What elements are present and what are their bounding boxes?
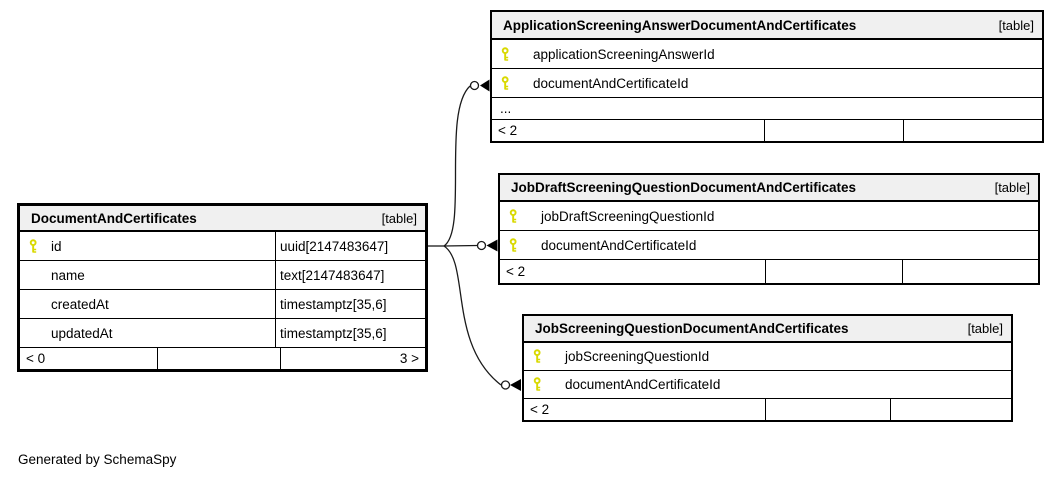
fk-arrowhead-top	[480, 79, 490, 92]
fk-circle-middle	[476, 240, 487, 251]
column-type: text[2147483647]	[275, 261, 425, 289]
column-row-applicationscreeninganswerid[interactable]: applicationScreeningAnswerId	[492, 40, 1042, 69]
table-footer: < 0 3 >	[20, 348, 425, 369]
fk-edge-to-application-screening	[443, 85, 471, 247]
table-type-tag: [table]	[381, 210, 417, 226]
fk-edge-to-jobdraft-screening	[443, 244, 478, 247]
column-name: documentAndCertificateId	[565, 377, 721, 392]
primary-key-icon	[501, 46, 510, 61]
hidden-columns-ellipsis-row: ...	[492, 98, 1042, 120]
table-footer: < 2	[500, 260, 1038, 283]
column-name: id	[51, 238, 62, 254]
table-header[interactable]: JobDraftScreeningQuestionDocumentAndCert…	[500, 175, 1038, 202]
table-header[interactable]: ApplicationScreeningAnswerDocumentAndCer…	[492, 12, 1042, 40]
column-name: createdAt	[51, 296, 109, 312]
table-application-screening-answer-document-and-certificates[interactable]: ApplicationScreeningAnswerDocumentAndCer…	[490, 10, 1044, 143]
table-type-tag: [table]	[994, 180, 1030, 195]
footer-spacer	[764, 120, 903, 141]
table-type-tag: [table]	[998, 17, 1034, 33]
column-name: name	[51, 267, 85, 283]
primary-key-icon	[509, 237, 518, 252]
table-name: JobScreeningQuestionDocumentAndCertifica…	[535, 321, 849, 336]
column-name: documentAndCertificateId	[533, 75, 689, 91]
parents-count: 3 >	[280, 348, 425, 369]
table-header[interactable]: JobScreeningQuestionDocumentAndCertifica…	[524, 316, 1011, 343]
column-row-updatedat[interactable]: updatedAt timestamptz[35,6]	[20, 319, 425, 348]
primary-key-icon	[509, 208, 518, 223]
column-row-jobdraftscreeningquestionid[interactable]: jobDraftScreeningQuestionId	[500, 202, 1038, 231]
table-job-screening-question-document-and-certificates[interactable]: JobScreeningQuestionDocumentAndCertifica…	[522, 314, 1013, 422]
table-name: DocumentAndCertificates	[31, 210, 197, 226]
children-count: < 0	[26, 351, 46, 366]
footer-spacer	[765, 260, 902, 283]
column-name: applicationScreeningAnswerId	[533, 46, 715, 62]
primary-key-icon	[533, 349, 542, 364]
table-name: ApplicationScreeningAnswerDocumentAndCer…	[503, 17, 857, 33]
column-row-documentandcertificateid[interactable]: documentAndCertificateId	[500, 231, 1038, 260]
generated-by-caption: Generated by SchemaSpy	[18, 452, 177, 467]
table-document-and-certificates[interactable]: DocumentAndCertificates [table] id uuid[…	[17, 203, 428, 372]
column-name: jobScreeningQuestionId	[565, 349, 710, 364]
column-row-name[interactable]: name text[2147483647]	[20, 261, 425, 290]
footer-spacer	[765, 399, 890, 420]
column-type: uuid[2147483647]	[275, 232, 425, 260]
table-type-tag: [table]	[967, 321, 1003, 336]
fk-edge-to-job-screening	[443, 245, 502, 386]
column-type: timestamptz[35,6]	[275, 290, 425, 318]
fk-arrowhead-middle	[486, 239, 498, 252]
column-row-jobscreeningquestionid[interactable]: jobScreeningQuestionId	[524, 343, 1011, 371]
column-row-id[interactable]: id uuid[2147483647]	[20, 232, 425, 261]
footer-spacer	[903, 120, 1042, 141]
table-header[interactable]: DocumentAndCertificates [table]	[20, 206, 425, 232]
footer-spacer	[890, 399, 1011, 420]
column-name: updatedAt	[51, 325, 113, 341]
table-footer: < 2	[492, 120, 1042, 141]
fk-circle-bottom	[500, 380, 511, 390]
column-name: jobDraftScreeningQuestionId	[541, 208, 715, 224]
footer-spacer	[157, 348, 280, 369]
children-count: < 2	[530, 402, 550, 417]
table-jobdraft-screening-question-document-and-certificates[interactable]: JobDraftScreeningQuestionDocumentAndCert…	[498, 173, 1040, 285]
primary-key-icon	[533, 377, 542, 392]
column-row-documentandcertificateid[interactable]: documentAndCertificateId	[524, 371, 1011, 399]
table-name: JobDraftScreeningQuestionDocumentAndCert…	[511, 180, 857, 195]
column-row-documentandcertificateid[interactable]: documentAndCertificateId	[492, 69, 1042, 98]
children-count: < 2	[506, 264, 526, 279]
ellipsis-label: ...	[500, 101, 512, 116]
fk-arrowhead-bottom	[510, 379, 521, 391]
column-type: timestamptz[35,6]	[275, 319, 425, 347]
fk-circle-top	[469, 80, 480, 91]
children-count: < 2	[498, 123, 518, 138]
column-row-createdat[interactable]: createdAt timestamptz[35,6]	[20, 290, 425, 319]
column-name: documentAndCertificateId	[541, 237, 697, 253]
table-footer: < 2	[524, 399, 1011, 420]
primary-key-icon	[29, 238, 38, 253]
primary-key-icon	[501, 75, 510, 90]
footer-spacer	[902, 260, 1038, 283]
